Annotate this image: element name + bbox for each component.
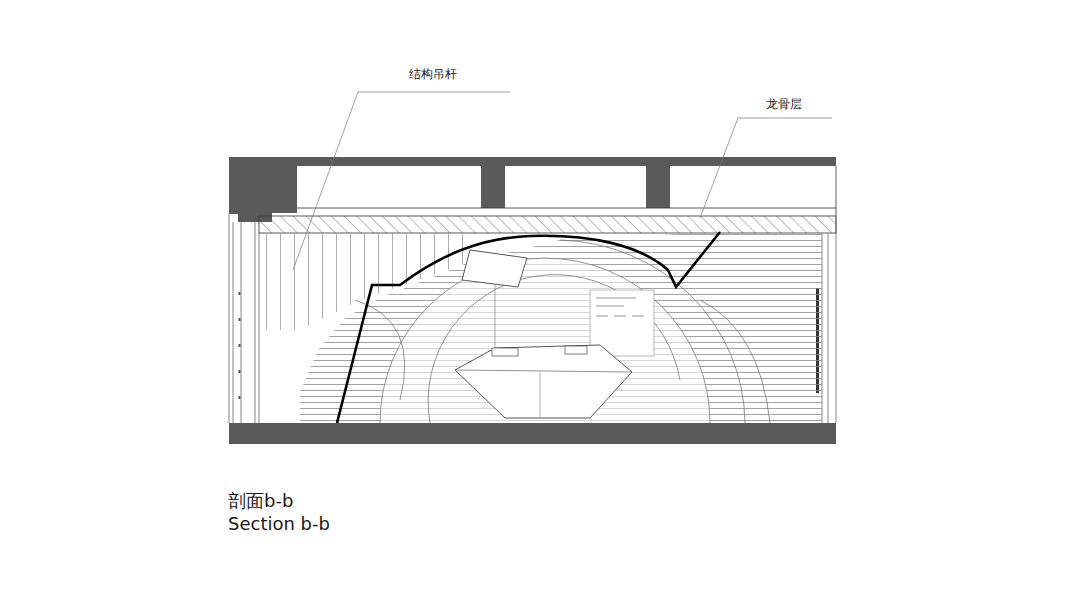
console-device [492, 348, 518, 356]
dome-interior [380, 258, 710, 423]
edge-column [229, 157, 297, 222]
dome-contours [355, 240, 770, 423]
callout-label: 龙骨层 [766, 98, 802, 112]
wall-fixings [239, 292, 241, 399]
concrete-beam [481, 166, 505, 208]
concrete-beam [646, 166, 670, 208]
keel-layer [259, 216, 836, 233]
floor-slab [229, 423, 836, 444]
section-cut-outline [337, 232, 720, 423]
leader-line [293, 92, 832, 270]
roof-slab [229, 157, 836, 166]
console-device [565, 346, 587, 354]
callout-label: 结构吊杆 [409, 68, 457, 82]
table-edge [540, 372, 541, 418]
console-table [455, 345, 632, 418]
section-title: Section b-b [228, 514, 330, 535]
left-wall [229, 214, 259, 423]
screen-stand [495, 284, 496, 350]
slab-line [836, 166, 837, 216]
slab-line [297, 208, 836, 209]
table-edge [455, 370, 632, 372]
section-title: 剖面b-b [228, 491, 293, 512]
display-screen [462, 250, 527, 287]
panel-marks [596, 298, 644, 316]
horizontal-slats [300, 233, 822, 423]
right-wall [822, 216, 836, 423]
dome-interior-slats [380, 258, 710, 423]
